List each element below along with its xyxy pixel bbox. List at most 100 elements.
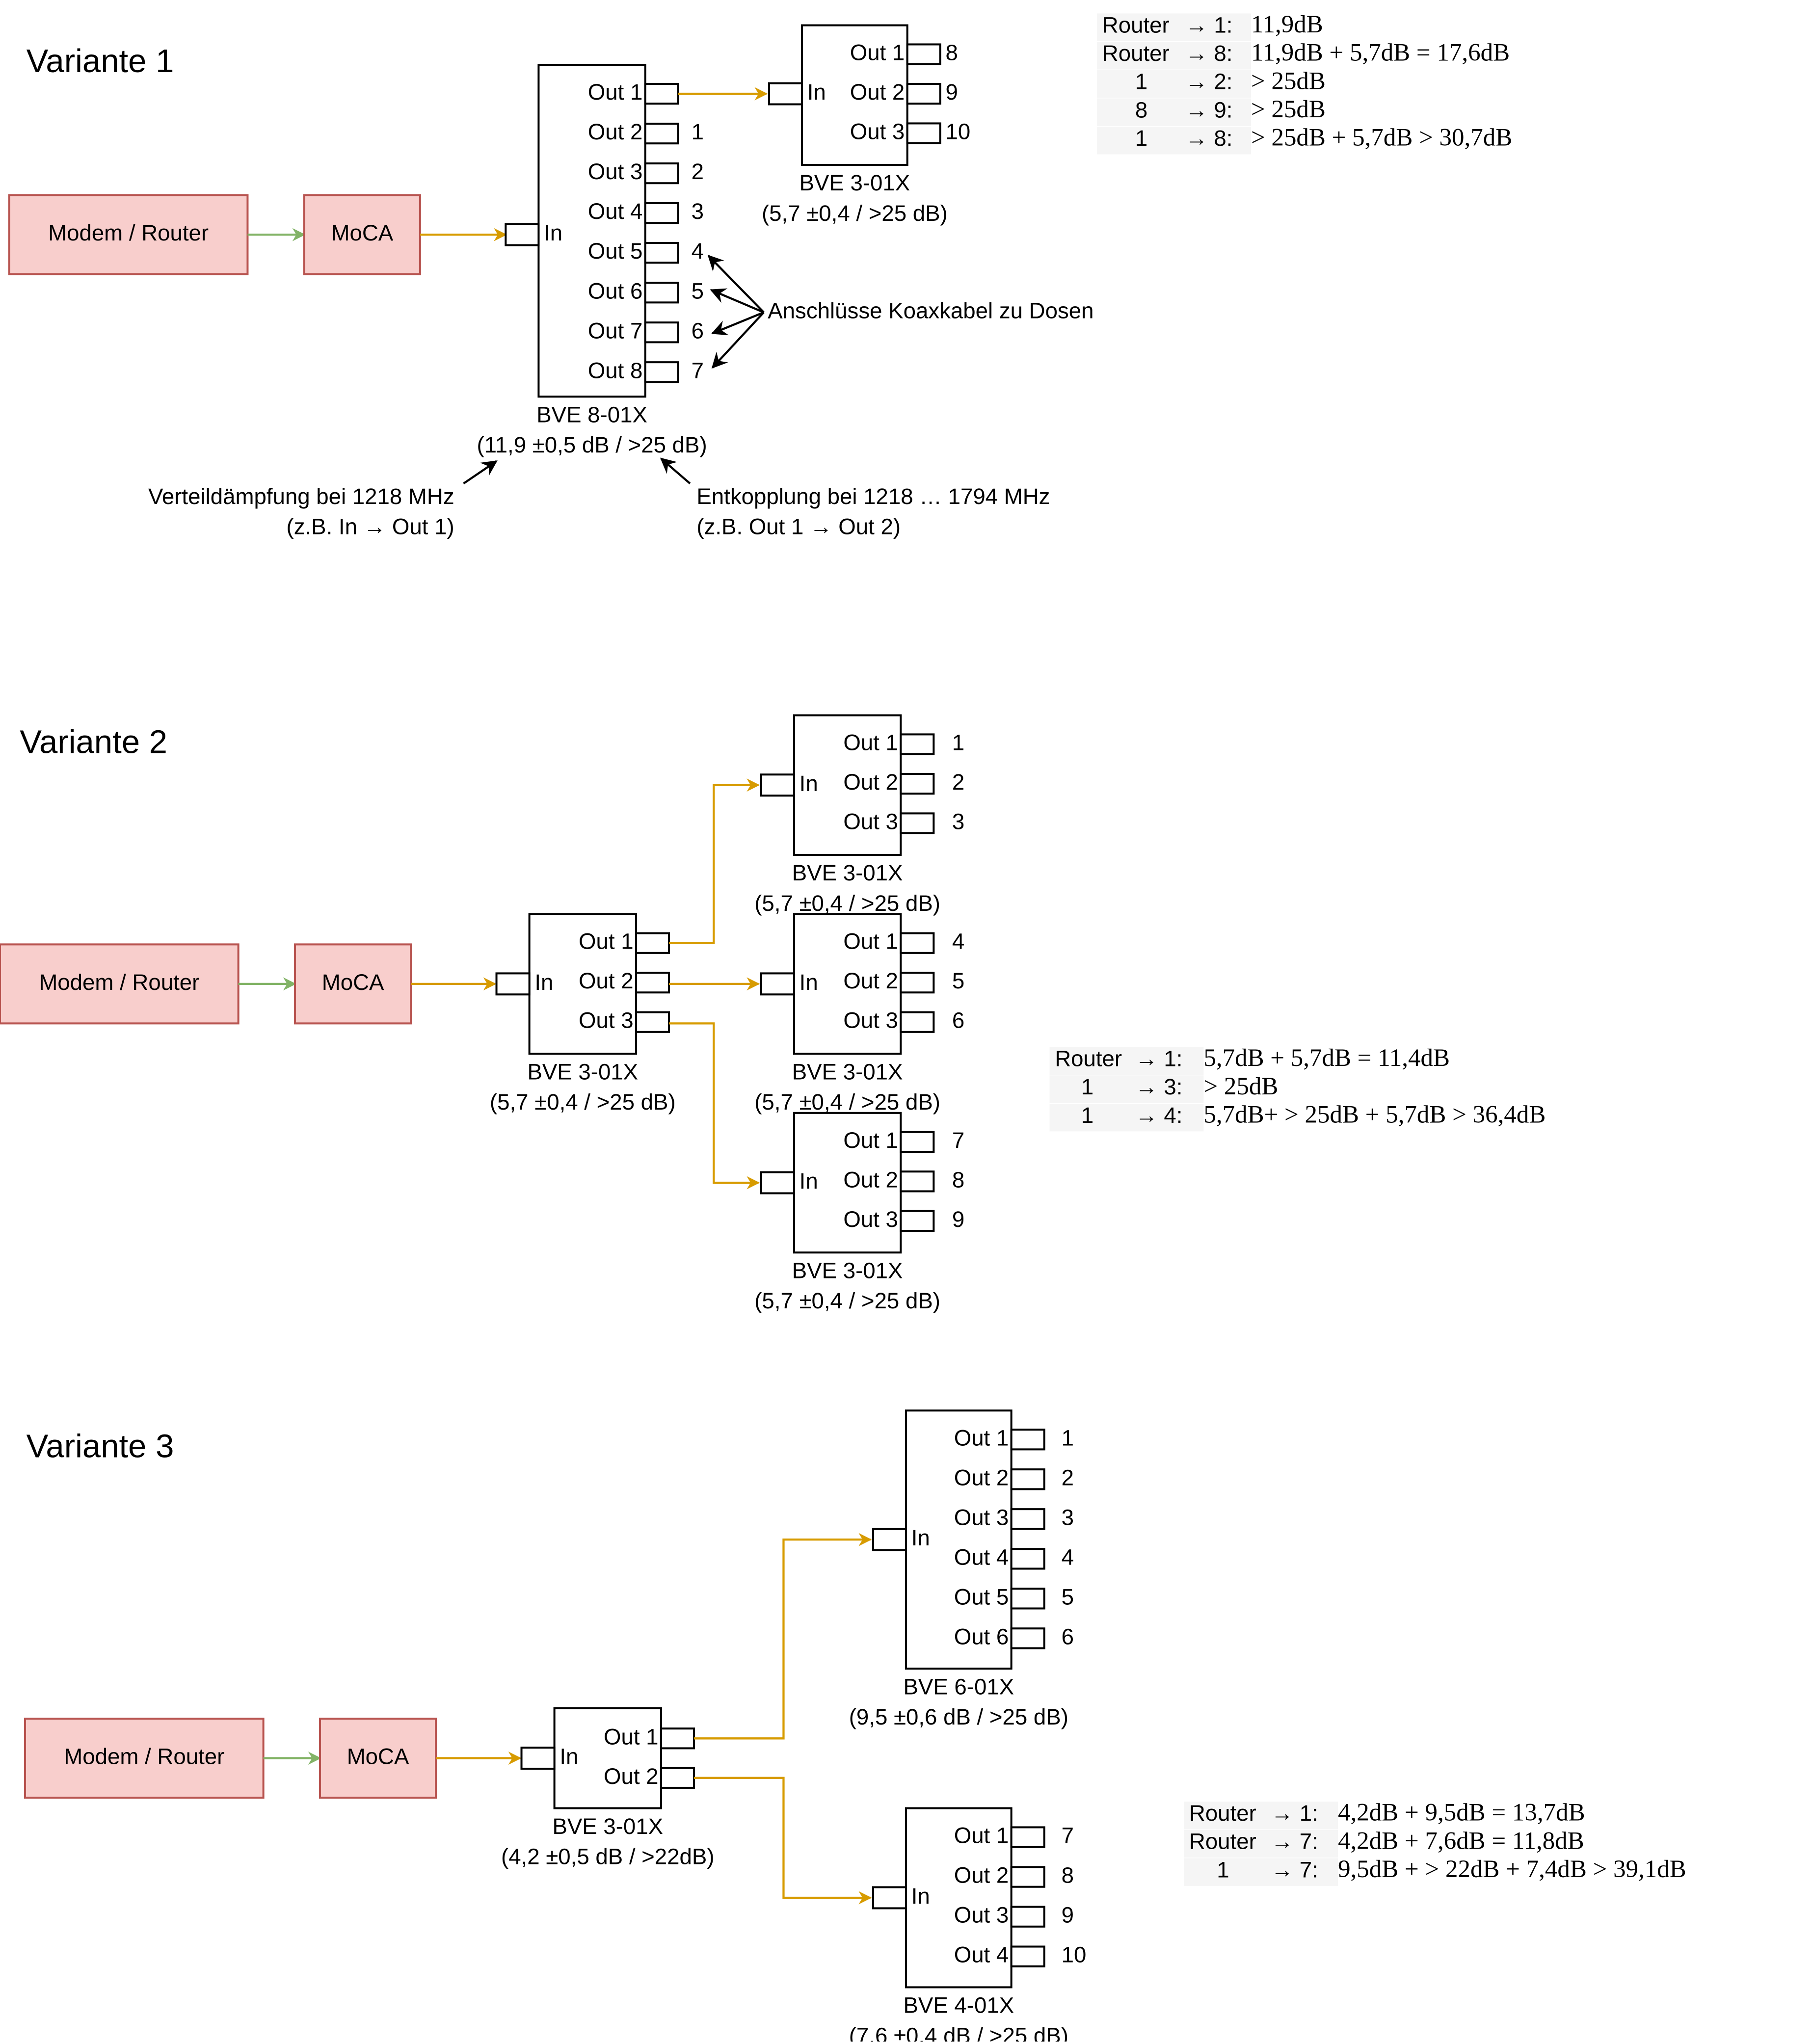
socket-number: 5 (1062, 1584, 1074, 1609)
v3-bve4-spec: (7,6 ±0,4 dB / >25 dB) (849, 2023, 1068, 2042)
v2-sub-2-out-label: Out 1 (843, 929, 898, 954)
v3-bve4-in-label: In (911, 1884, 930, 1909)
socket-number: 8 (945, 40, 958, 65)
v2-sub-1-out-port (900, 733, 935, 755)
socket-number: 7 (692, 358, 704, 383)
v3-main-in-port (520, 1747, 556, 1770)
v2-sub-3-out-port (900, 1210, 935, 1232)
calc-expression: 9,5dB + > 22dB + 7,4dB > 39,1dB (1338, 1856, 1686, 1883)
v3-bve6-out-port (1010, 1508, 1045, 1530)
calc-from: 1 (1081, 1074, 1093, 1099)
v1-bve8-out-port (644, 242, 679, 264)
v3-bve4-model: BVE 4-01X (903, 1993, 1014, 2018)
v1-bve3-model: BVE 3-01X (799, 170, 910, 195)
coax-arrow (711, 311, 765, 336)
variant-2-title: Variante 2 (20, 723, 167, 760)
v1-moca: MoCA (303, 194, 421, 275)
v2-out3-link (669, 1022, 760, 1190)
calc-from: 1 (1217, 1857, 1229, 1882)
socket-number: 8 (1062, 1863, 1074, 1888)
socket-number: 4 (692, 239, 704, 264)
calc-expression: > 25dB (1251, 96, 1326, 123)
socket-number: 5 (692, 278, 704, 303)
v3-bve6-model: BVE 6-01X (903, 1674, 1014, 1699)
socket-number: 6 (952, 1008, 964, 1033)
v2-sub-3-out-label: Out 3 (843, 1207, 898, 1232)
calc-to: → 4: (1135, 1103, 1182, 1128)
calc-expression: 5,7dB + 5,7dB = 11,4dB (1203, 1044, 1450, 1072)
v1-bve8-out-label: Out 1 (588, 80, 643, 105)
v3-bve6-out-port (1010, 1548, 1045, 1570)
v2-main-out-port (635, 932, 670, 954)
socket-number: 1 (692, 119, 704, 144)
v2-main-out-label: Out 3 (579, 1008, 634, 1033)
v3-bve4-out-label: Out 2 (954, 1863, 1009, 1888)
v2-sub-3-in-label: In (799, 1168, 818, 1194)
v1-bve8-out-port (644, 82, 679, 105)
v3-bve4-out-label: Out 4 (954, 1942, 1009, 1967)
v2-sub-2-in-label: In (799, 970, 818, 995)
v3-bve4-out-label: Out 3 (954, 1903, 1009, 1928)
socket-number: 9 (952, 1207, 964, 1232)
v1-router-label: Modem / Router (48, 220, 209, 245)
v1-bve3-out-label: Out 1 (850, 40, 905, 65)
v2-main-out-port (635, 1011, 670, 1033)
socket-number: 9 (1062, 1903, 1074, 1928)
v2-main-out-port (635, 972, 670, 994)
v1-bve8-in-label: In (544, 220, 562, 245)
v1-bve3-spec: (5,7 ±0,4 / >25 dB) (762, 201, 948, 226)
v1-bve3-out-port (906, 122, 941, 144)
calc-expression: 5,7dB+ > 25dB + 5,7dB > 36,4dB (1203, 1101, 1546, 1129)
socket-number: 6 (692, 318, 704, 343)
v2-sub-1-spec: (5,7 ±0,4 / >25 dB) (754, 891, 940, 916)
v3-main-model: BVE 3-01X (552, 1814, 663, 1839)
isolation-annotation: Entkopplung bei 1218 … 1794 MHz (696, 484, 1050, 509)
v1-bve8-out-label: Out 7 (588, 318, 643, 343)
v1-bve3-out-port (906, 43, 941, 65)
v3-out1-link (694, 1533, 872, 1740)
v3-bve6-out-port (1010, 1627, 1045, 1649)
v3-moca: MoCA (319, 1718, 437, 1799)
v3-bve6-out-label: Out 5 (954, 1584, 1009, 1609)
v3-bve4-out-port (1010, 1826, 1045, 1848)
v2-sub-2-out-port (900, 932, 935, 954)
v2-sub-2-out-label: Out 2 (843, 968, 898, 993)
v1-bve8-out-port (644, 282, 679, 304)
v2-out1-link (669, 778, 760, 944)
v2-sub-3-out-port (900, 1131, 935, 1153)
calc-to: → 8: (1185, 126, 1232, 151)
v3-bve4-out-port (1010, 1945, 1045, 1967)
v2-main-out-label: Out 1 (579, 929, 634, 954)
attenuation-arrow (463, 460, 498, 485)
v3-main-in-label: In (560, 1744, 578, 1769)
v3-bve4-out-port (1010, 1866, 1045, 1888)
calc-to: → 9: (1185, 97, 1232, 122)
v2-router: Modem / Router (0, 943, 240, 1025)
v2-main-out-label: Out 2 (579, 968, 634, 993)
v1-bve8-out-label: Out 5 (588, 239, 643, 264)
variant-3-title: Variante 3 (27, 1428, 174, 1465)
calc-to: → 3: (1135, 1074, 1182, 1099)
v1-bve8-out-label: Out 6 (588, 278, 643, 303)
v2-sub-1-model: BVE 3-01X (792, 860, 903, 885)
calc-expression: 4,2dB + 9,5dB = 13,7dB (1338, 1799, 1585, 1827)
coax-annotation: Anschlüsse Koaxkabel zu Dosen (768, 298, 1093, 323)
attenuation-annotation-example: (z.B. In → Out 1) (287, 514, 454, 539)
v2-sub-3-model: BVE 3-01X (792, 1258, 903, 1283)
v3-calculations: Router→ 1:4,2dB + 9,5dB = 13,7dBRouter→ … (1184, 1799, 1686, 1886)
v2-main-spec: (5,7 ±0,4 / >25 dB) (490, 1089, 676, 1115)
v2-sub-1-out-label: Out 1 (843, 730, 898, 755)
socket-number: 2 (1062, 1465, 1074, 1490)
v2-sub-1-out-label: Out 3 (843, 809, 898, 834)
socket-number: 10 (945, 119, 970, 144)
calc-expression: 4,2dB + 7,6dB = 11,8dB (1338, 1827, 1584, 1855)
v3-bve6-out-label: Out 2 (954, 1465, 1009, 1490)
v2-sub-3-out-port (900, 1170, 935, 1193)
v3-out2-link (694, 1777, 872, 1905)
calc-to: → 7: (1271, 1857, 1318, 1882)
v2-sub-2-spec: (5,7 ±0,4 / >25 dB) (754, 1089, 940, 1115)
